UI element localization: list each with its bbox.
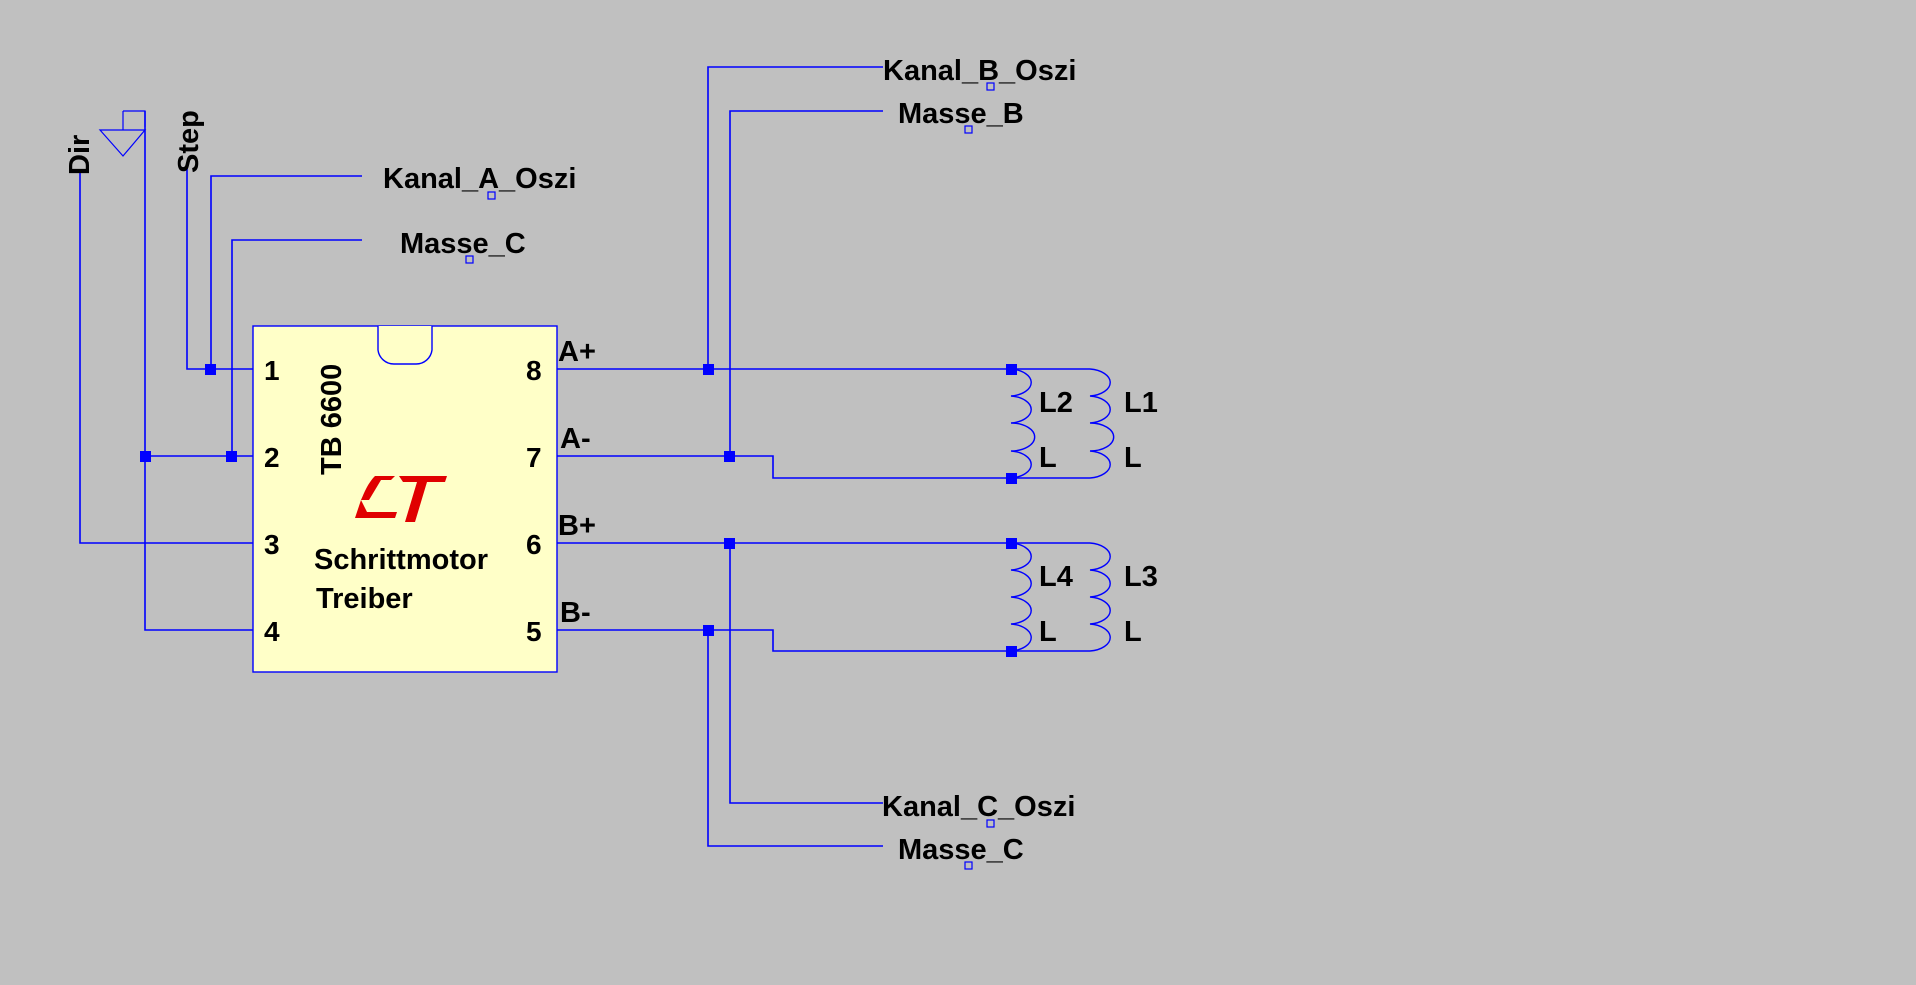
wire-kanal-c[interactable]: [729, 543, 883, 804]
net-label-kanal-c[interactable]: Kanal_C_Oszi: [882, 791, 1075, 823]
ic-notch: [377, 326, 433, 365]
inductor-l3[interactable]: [1089, 542, 1111, 652]
wire-b-minus[interactable]: [557, 629, 1011, 652]
label-dir: Dir: [64, 135, 96, 175]
net-label-kanal-a[interactable]: Kanal_A_Oszi: [383, 163, 576, 195]
terminal-kanal-a: [487, 191, 496, 200]
wire-kanal-b[interactable]: [707, 66, 883, 369]
wire-masse-c-top[interactable]: [231, 239, 362, 456]
terminal-kanal-c: [986, 819, 995, 828]
inductor-l1[interactable]: [1089, 368, 1115, 479]
inductor-l4-value: L: [1039, 616, 1057, 648]
pin-number-1: 1: [264, 355, 280, 386]
terminal-masse-b: [964, 125, 973, 134]
inductor-l4-name: L4: [1039, 561, 1073, 593]
ic-part-label: TB 6600: [316, 364, 348, 475]
terminal-masse-c-bottom: [964, 861, 973, 870]
junction-coil-b-top: [1006, 538, 1017, 549]
wire-dir[interactable]: [79, 170, 253, 544]
junction-ground-pin2: [140, 451, 151, 462]
inductor-l2[interactable]: [1010, 368, 1036, 479]
terminal-kanal-b: [986, 82, 995, 91]
label-a-minus: A-: [560, 423, 591, 455]
junctions: [140, 364, 1017, 657]
junction-step-kanal-a: [205, 364, 216, 375]
inductor-l4[interactable]: [1010, 542, 1032, 652]
junction-coil-b-bottom: [1006, 646, 1017, 657]
pin-number-5: 5: [526, 616, 542, 647]
label-b-minus: B-: [560, 597, 591, 629]
label-step: Step: [173, 110, 205, 173]
ic-body[interactable]: [252, 325, 558, 673]
wire-ground[interactable]: [144, 111, 253, 631]
net-label-masse-c-top[interactable]: Masse_C: [400, 228, 526, 260]
label-b-plus: B+: [558, 510, 596, 542]
inductor-l2-value: L: [1039, 442, 1057, 474]
wire-step[interactable]: [186, 166, 253, 370]
inductor-l3-value: L: [1124, 616, 1142, 648]
ic-description-line2: Treiber: [316, 583, 413, 615]
inductor-l2-name: L2: [1039, 387, 1073, 419]
wire-masse-b[interactable]: [729, 110, 883, 456]
junction-a-plus-kanal-b: [703, 364, 714, 375]
inductor-l3-name: L3: [1124, 561, 1158, 593]
junction-b-plus-kanal-c: [724, 538, 735, 549]
pin-number-3: 3: [264, 529, 280, 560]
net-label-masse-b[interactable]: Masse_B: [898, 98, 1024, 130]
inductor-l1-value: L: [1124, 442, 1142, 474]
ic-tb6600[interactable]: TB 6600 Schrittmotor Treiber 1 2 3 4 8 7…: [252, 325, 558, 673]
ic-description-line1: Schrittmotor: [314, 544, 488, 576]
pin-number-4: 4: [264, 616, 280, 647]
wire-masse-c-bottom[interactable]: [707, 630, 883, 847]
wires: [79, 66, 1090, 847]
junction-b-minus-masse-c: [703, 625, 714, 636]
junction-a-minus-masse-b: [724, 451, 735, 462]
inductor-l1-name: L1: [1124, 387, 1158, 419]
label-a-plus: A+: [558, 336, 596, 368]
pin-number-7: 7: [526, 442, 542, 473]
net-label-kanal-b[interactable]: Kanal_B_Oszi: [883, 55, 1076, 87]
wire-a-minus[interactable]: [557, 455, 1011, 479]
pin-number-2: 2: [264, 442, 280, 473]
ground-icon: [98, 110, 147, 157]
pin-number-6: 6: [526, 529, 542, 560]
net-label-masse-c-bottom[interactable]: Masse_C: [898, 834, 1024, 866]
wire-kanal-a[interactable]: [210, 175, 362, 369]
junction-coil-a-top: [1006, 364, 1017, 375]
lt-logo-icon: [355, 476, 447, 522]
net-label-terminals: [465, 82, 995, 870]
terminal-masse-c-top: [465, 255, 474, 264]
junction-coil-a-bottom: [1006, 473, 1017, 484]
junction-masse-c-pin2: [226, 451, 237, 462]
pin-number-8: 8: [526, 355, 542, 386]
